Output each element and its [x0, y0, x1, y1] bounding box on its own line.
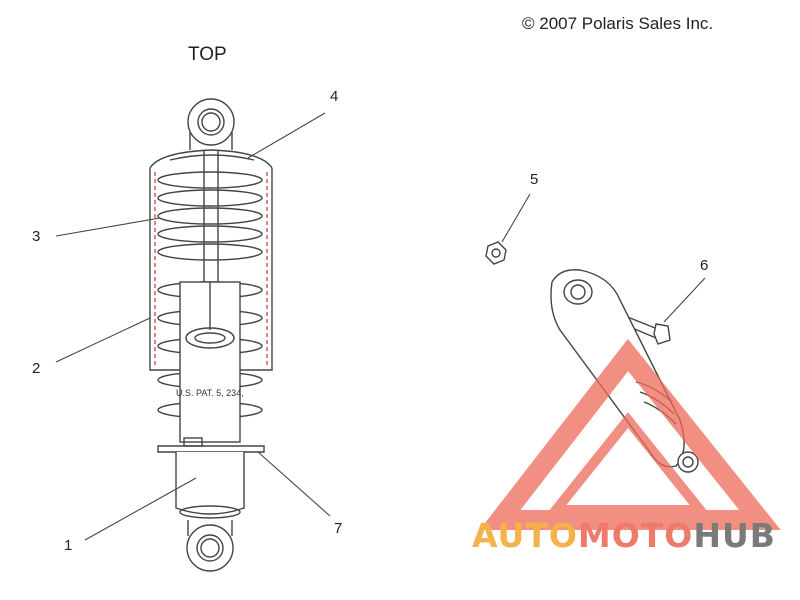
watermark-auto: AUTO — [472, 516, 578, 555]
watermark-text: AUTOMOTOHUB — [472, 516, 776, 555]
watermark-logo — [479, 338, 781, 530]
shock-body — [179, 281, 241, 443]
piston-rod — [203, 150, 219, 282]
top-eyelet — [187, 98, 235, 146]
callout-1: 1 — [64, 537, 73, 554]
watermark-hub: HUB — [693, 516, 776, 555]
patent-text: U.S. PAT. 5, 234, — [176, 388, 244, 398]
lock-nut — [485, 193, 531, 265]
callout-3: 3 — [32, 228, 41, 245]
leader-lines-left — [55, 112, 331, 541]
copyright-text: © 2007 Polaris Sales Inc. — [522, 14, 714, 33]
callout-6: 6 — [700, 257, 709, 274]
watermark-moto: MOTO — [577, 516, 694, 555]
callout-7: 7 — [334, 520, 343, 537]
upper-spring-retainer — [149, 149, 273, 169]
lower-spring-retainer — [157, 437, 265, 453]
orientation-label: TOP — [188, 44, 227, 65]
bottom-eyelet — [186, 520, 234, 572]
callout-4: 4 — [330, 88, 339, 105]
lower-body — [175, 452, 245, 519]
callout-5: 5 — [530, 171, 539, 188]
callout-2: 2 — [32, 360, 41, 377]
